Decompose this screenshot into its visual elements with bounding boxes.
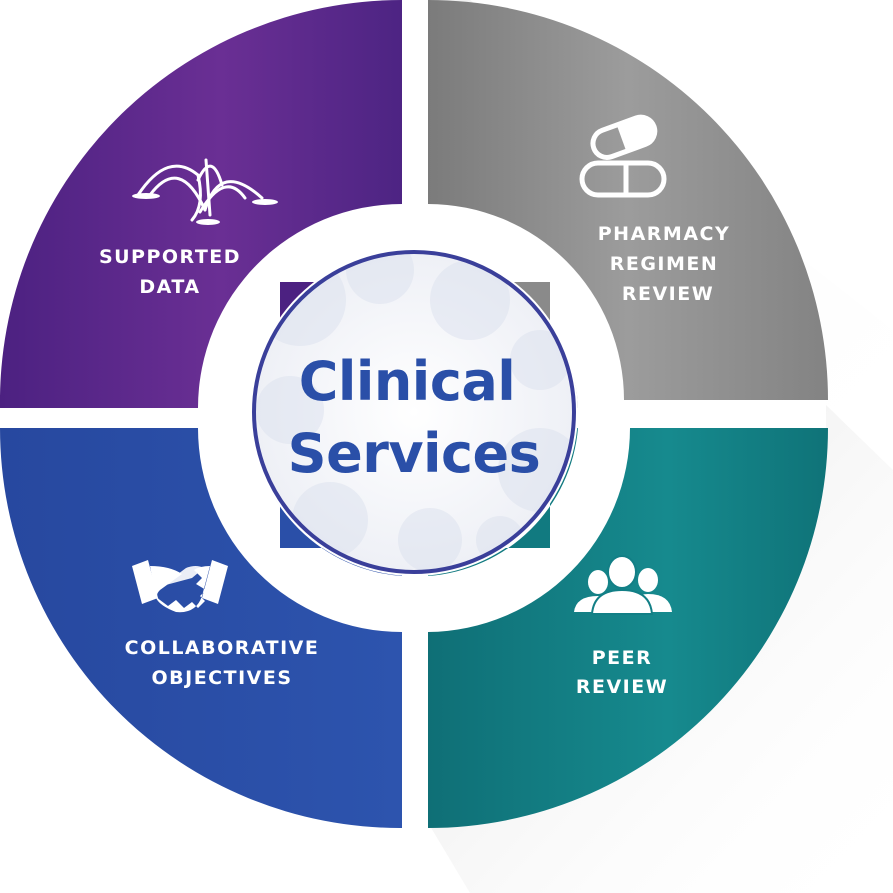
group-people-icon bbox=[574, 555, 672, 615]
center-title-line1: Clinical bbox=[299, 350, 516, 413]
supported-data-label-line2: DATA bbox=[139, 276, 200, 298]
collaborative-label-line2: OBJECTIVES bbox=[151, 667, 292, 689]
quadrant-pharmacy-regimen-review bbox=[428, 0, 828, 400]
collaborative-label-line1: COLLABORATIVE bbox=[125, 637, 320, 659]
pharmacy-label-line3: REVIEW bbox=[622, 283, 714, 305]
pharmacy-label-line2: REGIMEN bbox=[610, 253, 719, 275]
pill-capsules-icon bbox=[579, 114, 667, 198]
center-title-line2: Services bbox=[288, 422, 541, 485]
supported-data-label-line1: SUPPORTED bbox=[99, 246, 241, 268]
inner-ring bbox=[252, 252, 578, 576]
pharmacy-label-line1: PHARMACY bbox=[598, 223, 730, 245]
peer-review-label-line2: REVIEW bbox=[576, 676, 668, 698]
peer-review-label-line1: PEER bbox=[592, 647, 653, 669]
handshake-icon bbox=[132, 560, 228, 613]
fountain-icon bbox=[132, 158, 278, 225]
quadrant-peer-review bbox=[428, 428, 828, 828]
quadrant-collaborative-objectives bbox=[0, 428, 402, 829]
